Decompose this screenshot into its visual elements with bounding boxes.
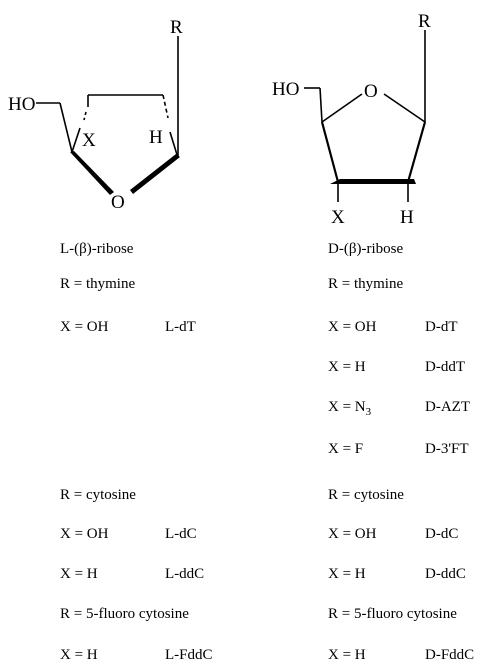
l-ring-right-lower — [169, 131, 179, 159]
l-atom-o: O — [111, 192, 125, 213]
d-group-1-row-4-x: X = F — [328, 441, 364, 457]
l-atom-ho: HO — [8, 94, 35, 115]
d-ring-left — [320, 121, 340, 183]
d-group-3-row-1-x: X = H — [328, 647, 366, 663]
d-ring-o-right — [383, 93, 426, 123]
l-ribose-structure: R HO X H O — [8, 17, 183, 213]
d-atom-o: O — [364, 81, 378, 102]
l-ch2-bond — [59, 102, 73, 153]
d-atom-ho: HO — [272, 79, 299, 100]
d-group-2-row-1-x: X = OH — [328, 526, 377, 542]
l-group-1-r: R = thymine — [60, 276, 136, 292]
l-atom-h: H — [149, 127, 163, 148]
l-group-2-row-1-x: X = OH — [60, 526, 109, 542]
d-group-1-row-3-code: D-AZT — [425, 399, 470, 415]
d-group-1-row-2-x: X = H — [328, 359, 366, 375]
d-group-2-row-2-code: D-ddC — [425, 566, 466, 582]
d-atom-h: H — [400, 207, 414, 228]
d-ring-bottom-bold — [330, 179, 416, 184]
d-group-2-row-1-code: D-dC — [425, 526, 459, 542]
l-group-3-row-1-code: L-FddC — [165, 647, 213, 663]
d-ch2-bond — [319, 87, 323, 123]
d-ribose-structure: R HO O X H — [272, 11, 431, 228]
l-group-3-row-1-x: X = H — [60, 647, 98, 663]
d-group-3-row-1-code: D-FddC — [425, 647, 475, 663]
l-group-1-row-1-code: L-dT — [165, 319, 196, 335]
d-group-1-r: R = thymine — [328, 276, 404, 292]
l-group-2-r: R = cytosine — [60, 487, 136, 503]
l-group-2-row-2-code: L-ddC — [165, 566, 205, 582]
d-group-3-r: R = 5-fluoro cytosine — [328, 606, 457, 622]
l-ring-left-lower — [71, 127, 81, 153]
d-group-1-row-4-code: D-3'FT — [425, 441, 469, 457]
d-group-1-row-3-x-text: X = N — [328, 399, 366, 415]
l-group-2-row-1-code: L-dC — [165, 526, 197, 542]
d-name: D-(β)-ribose — [328, 241, 404, 257]
l-group-3-r: R = 5-fluoro cytosine — [60, 606, 189, 622]
d-group-2-row-2-x: X = H — [328, 566, 366, 582]
l-ring-left-dash — [83, 111, 87, 121]
d-group-1-row-1-code: D-dT — [425, 319, 458, 335]
d-ring-o-left — [321, 93, 363, 123]
l-group-2-row-2-x: X = H — [60, 566, 98, 582]
l-atom-x: X — [82, 130, 96, 151]
ribose-structures: R HO X H O R HO O X H — [8, 11, 431, 228]
d-atom-r: R — [418, 11, 431, 32]
l-name: L-(β)-ribose — [60, 241, 134, 257]
d-group-1-row-3-x-sub: 3 — [365, 406, 372, 418]
d-group-1-row-3-x: X = N3 — [328, 398, 371, 421]
d-ring-right — [406, 121, 427, 183]
l-group-1-row-1-x: X = OH — [60, 319, 109, 335]
d-group-1-row-2-code: D-ddT — [425, 359, 465, 375]
d-group-2-r: R = cytosine — [328, 487, 404, 503]
l-atom-r: R — [170, 17, 183, 38]
d-group-1-row-1-x: X = OH — [328, 319, 377, 335]
d-atom-x: X — [331, 207, 345, 228]
l-wedge-right — [130, 154, 180, 194]
l-ring-right-dash — [162, 94, 169, 119]
l-wedge-left — [70, 151, 114, 195]
